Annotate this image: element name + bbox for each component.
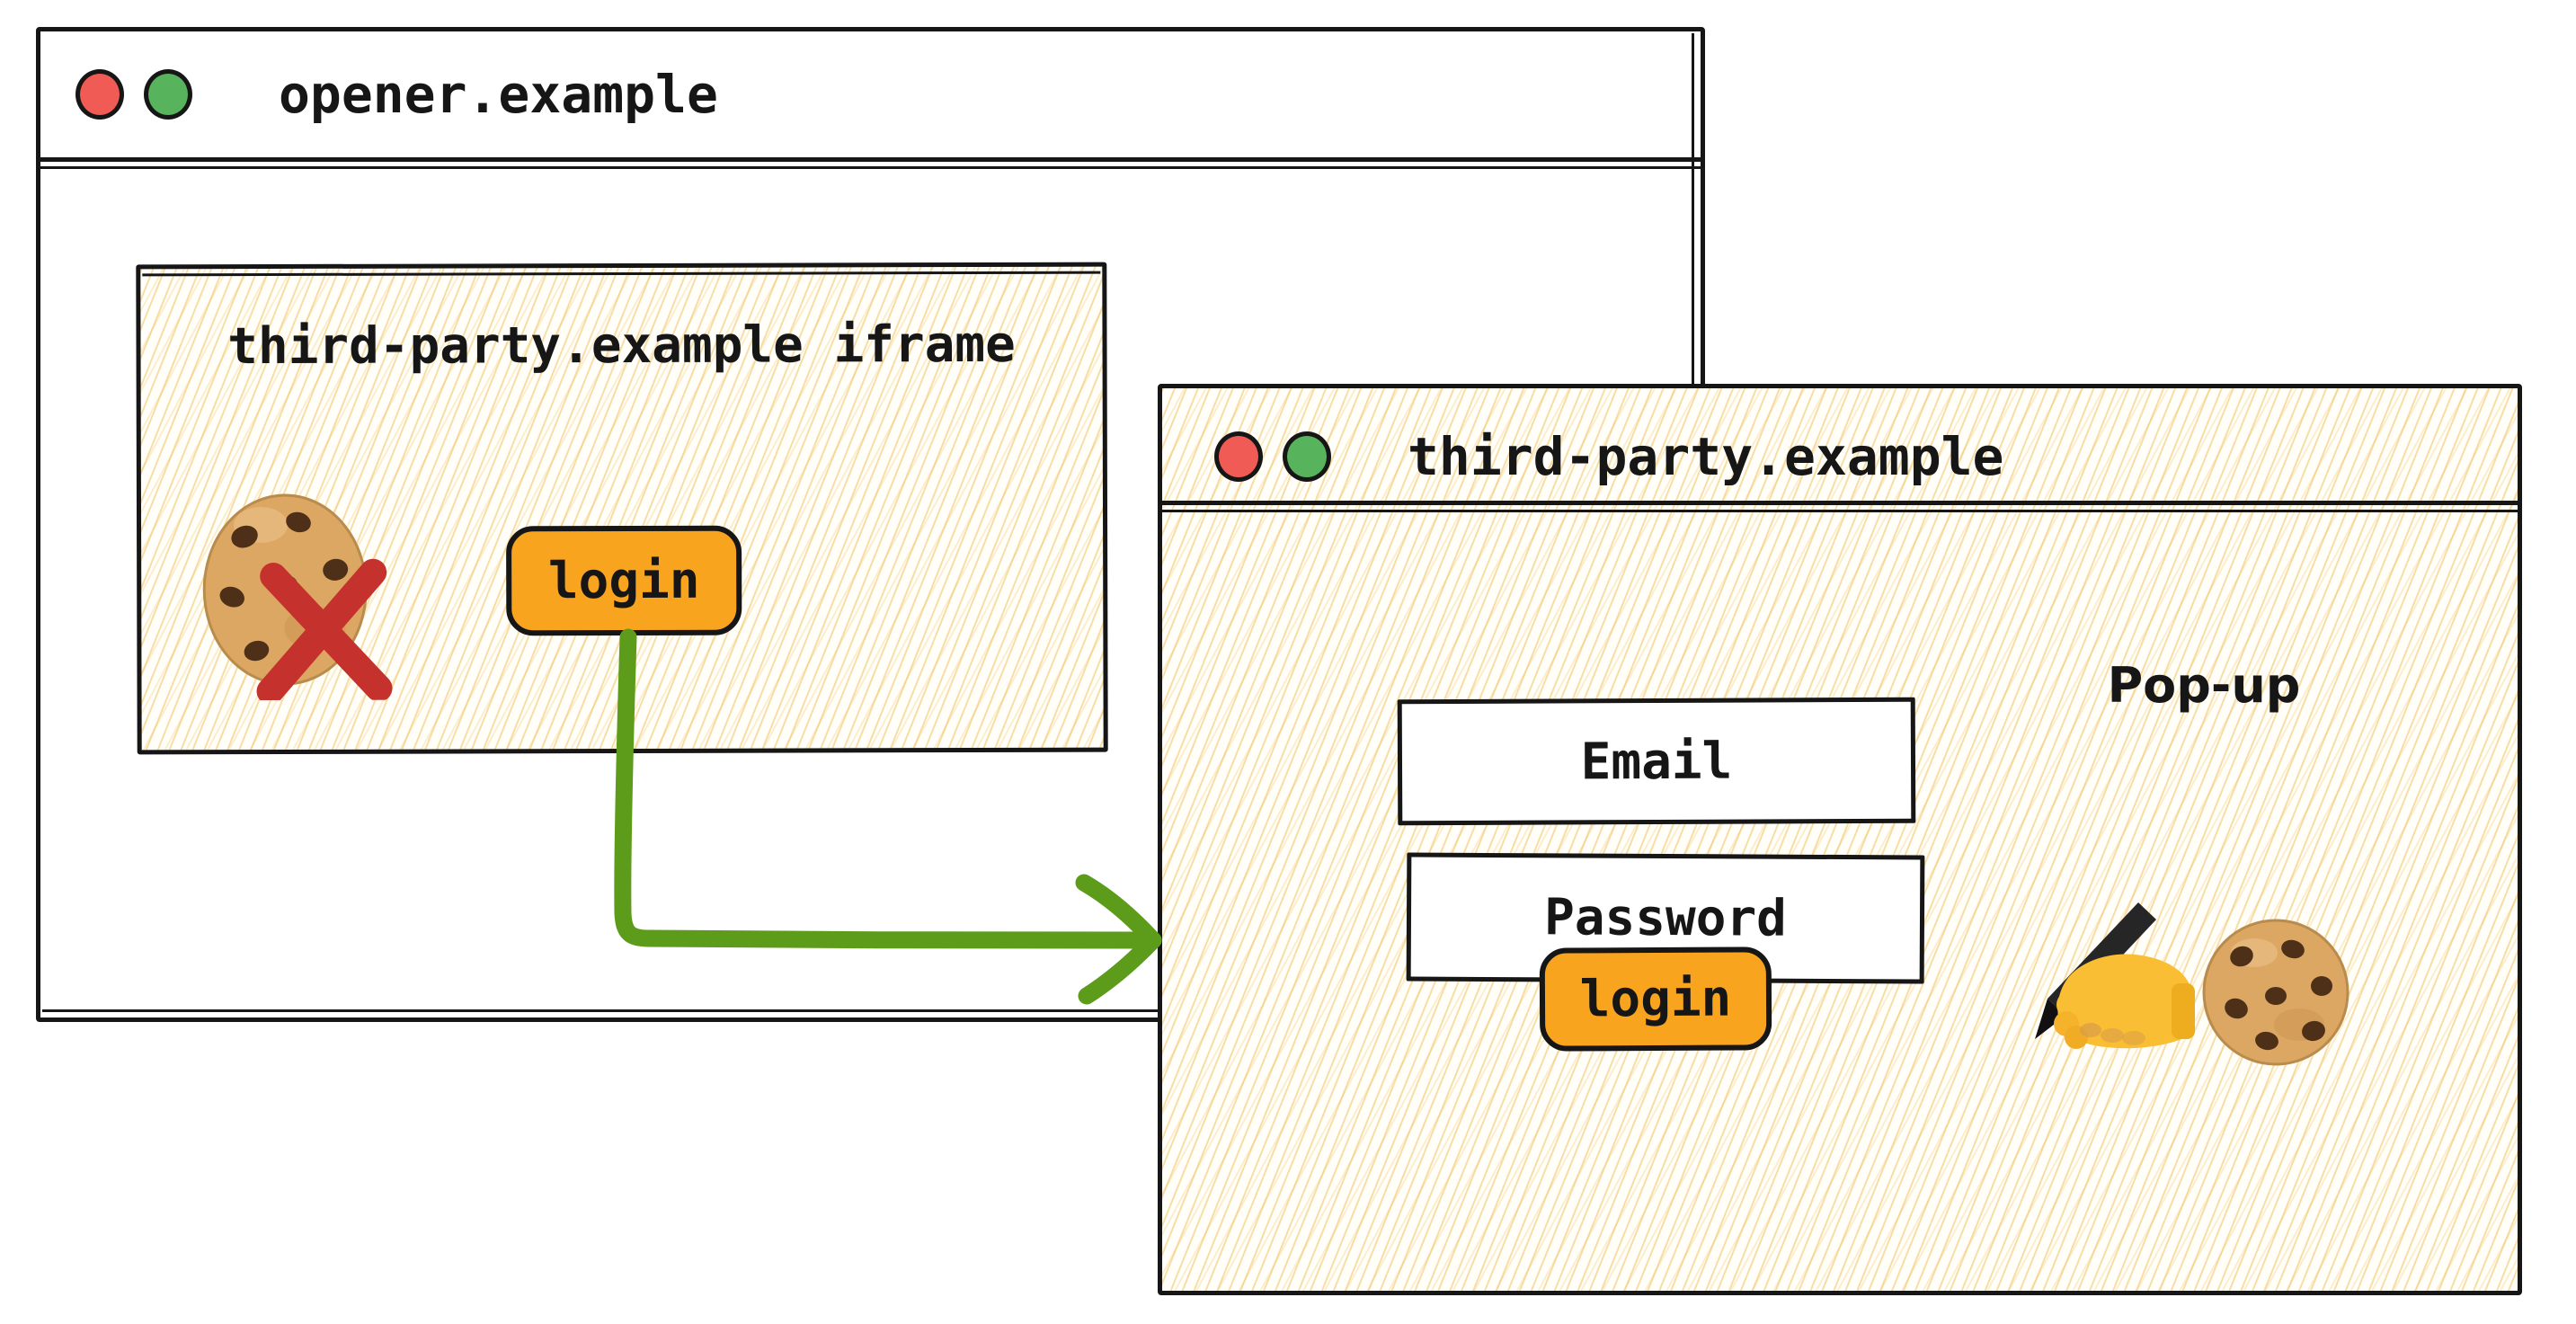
popup-label: Pop-up [2107,657,2301,714]
password-field-label: Password [1543,888,1788,948]
opener-window-title: opener.example [279,64,718,125]
popup-window-title: third-party.example [1408,425,2004,487]
opener-titlebar[interactable]: opener.example [39,31,1702,169]
traffic-light-red-icon[interactable] [1214,431,1263,482]
traffic-light-red-icon[interactable] [76,69,124,120]
email-field[interactable]: Email [1397,697,1916,826]
iframe-login-label: login [547,551,700,610]
popup-window: third-party.example Email Password login… [1158,384,2522,1295]
popup-login-label: login [1579,969,1732,1029]
cookie-icon [2202,919,2349,1066]
traffic-light-green-icon[interactable] [144,69,192,120]
popup-titlebar[interactable]: third-party.example [1160,388,2519,512]
blocked-cookie-icon [202,493,393,701]
popup-login-button[interactable]: login [1539,946,1772,1052]
third-party-iframe: third-party.example iframe login [136,262,1108,755]
writing-hand-icon [2035,902,2195,1049]
iframe-title: third-party.example iframe [227,315,1016,377]
traffic-light-green-icon[interactable] [1283,431,1331,482]
iframe-login-button[interactable]: login [506,525,742,636]
x-mark-icon [256,558,393,701]
email-field-label: Email [1580,732,1733,791]
